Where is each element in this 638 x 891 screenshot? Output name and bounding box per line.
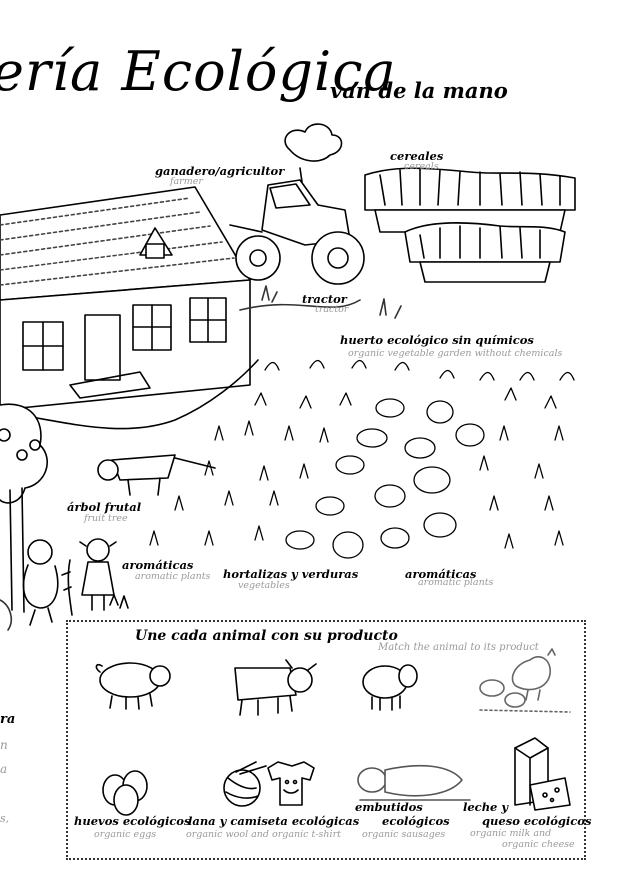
product-sausages-label-1: embutidos	[355, 800, 423, 814]
cereals-label: cereales	[390, 149, 444, 163]
aromatic-right-label: aromáticas	[405, 567, 477, 581]
product-wool-label: lana y camiseta ecológicas	[188, 814, 360, 828]
farmer-translation: farmer	[170, 176, 203, 187]
vegetables-translation: vegetables	[238, 580, 290, 591]
left-fragment-1: ra	[0, 712, 16, 727]
matching-activity-title: Une cada animal con su producto	[135, 628, 398, 644]
product-wool-translation: organic wool and organic t-shirt	[186, 829, 341, 840]
cereals-translation: cereals	[404, 161, 439, 172]
milk-and-cheese-drawing	[514, 737, 571, 811]
fruit-tree-label: árbol frutal	[67, 500, 142, 514]
sausages-drawing	[357, 764, 471, 801]
aromatic-right-translation: aromatic plants	[418, 577, 494, 588]
wool-and-tshirt-drawing	[223, 761, 315, 807]
tractor-drawing	[229, 123, 365, 285]
garden-label: huerto ecológico sin químicos	[340, 333, 534, 347]
farmer-label: ganadero/agricultor	[155, 164, 285, 178]
tractor-translation: tractor	[315, 304, 349, 315]
aromatic-left-translation: aromatic plants	[135, 571, 211, 582]
children-drawing	[22, 538, 129, 626]
garden-translation: organic vegetable garden without chemica…	[348, 348, 563, 359]
vegetables-label: hortalizas y verduras	[223, 567, 359, 581]
left-fragment-3: a	[0, 762, 8, 776]
cereals-drawing	[364, 167, 576, 283]
eggs-drawing	[102, 770, 148, 816]
product-milk-translation-2: organic cheese	[502, 839, 575, 850]
hens-drawing	[479, 648, 571, 713]
sheep-drawing	[362, 664, 418, 711]
product-sausages-label-2: ecológicos	[382, 814, 450, 828]
product-milk-translation-1: organic milk and	[470, 828, 552, 839]
page-title: ería Ecológica	[0, 40, 397, 103]
aromatic-left-label: aromáticas	[122, 558, 194, 572]
wheelbarrow-drawing	[97, 454, 216, 496]
farmhouse-drawing	[0, 186, 259, 430]
product-eggs-translation: organic eggs	[94, 829, 157, 840]
product-milk-label-2: queso ecológicos	[482, 814, 592, 828]
vegetable-garden-drawing	[149, 359, 575, 559]
product-sausages-translation: organic sausages	[362, 829, 446, 840]
pig-drawing	[95, 662, 171, 710]
page-subtitle: van de la mano	[330, 78, 508, 103]
product-eggs-label: huevos ecológicos	[74, 814, 191, 828]
matching-activity-box	[66, 620, 586, 860]
cow-drawing	[234, 659, 317, 716]
matching-activity-subtitle: Match the animal to its product	[378, 642, 539, 653]
left-fragment-4: s,	[0, 812, 10, 825]
tractor-label: tractor	[302, 292, 347, 306]
left-fragment-2: n	[0, 738, 8, 752]
product-milk-label-1: leche y	[463, 800, 509, 814]
fruit-tree-translation: fruit tree	[84, 513, 128, 524]
